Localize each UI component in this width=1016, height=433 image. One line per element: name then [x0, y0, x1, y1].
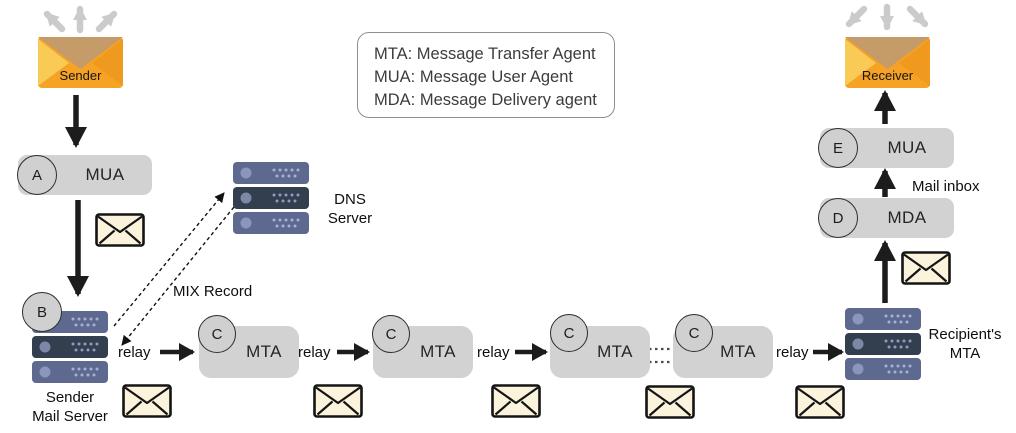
- mta-1-label: MTA: [246, 342, 282, 361]
- legend-box: MTA: Message Transfer Agent MUA: Message…: [357, 32, 615, 118]
- mua-a-badge: A: [17, 155, 57, 195]
- legend-line-mua: MUA: Message User Agent: [374, 68, 573, 86]
- mta-4-badge: C: [675, 314, 713, 352]
- message-envelope-icon: [491, 384, 541, 418]
- recipient-mta-server-icon: [845, 308, 921, 380]
- message-envelope-icon: [645, 385, 695, 419]
- dns-response-arrow: [121, 201, 239, 346]
- mta-3-badge: C: [550, 314, 588, 352]
- sender-broadcast-arrows-icon: [43, 5, 118, 34]
- message-envelope-icon: [795, 385, 845, 419]
- recipient-mta-label: Recipient's MTA: [928, 326, 1002, 362]
- mta-1-badge: C: [198, 315, 236, 353]
- dns-query-arrow: [113, 192, 225, 327]
- message-envelope-icon: [122, 384, 172, 418]
- mta-box-3: MTA: [550, 326, 650, 378]
- message-envelope-icon: [95, 213, 145, 247]
- mua-e-label: MUA: [887, 138, 927, 157]
- dns-server-icon: [233, 162, 309, 234]
- sender-label: Sender: [59, 68, 102, 83]
- mua-e-badge: E: [818, 128, 858, 168]
- mta-4-label: MTA: [720, 342, 756, 361]
- relay-label-2: relay: [298, 344, 331, 361]
- mix-record-label: MIX Record: [173, 283, 253, 300]
- mta-chain-continuation-dots: [649, 347, 672, 364]
- sender-mail-server-label: Sender Mail Server: [32, 389, 108, 425]
- mta-3-label: MTA: [597, 342, 633, 361]
- sender-envelope-icon: Sender: [38, 37, 123, 88]
- legend-line-mda: MDA: Message Delivery agent: [374, 91, 597, 109]
- relay-label-3: relay: [477, 344, 510, 361]
- relay-label-1: relay: [118, 344, 151, 361]
- mail-server-badge: B: [22, 292, 62, 332]
- legend-line-mta: MTA: Message Transfer Agent: [374, 45, 596, 63]
- mda-label: MDA: [887, 208, 927, 227]
- mta-2-label: MTA: [420, 342, 456, 361]
- mail-inbox-label: Mail inbox: [912, 178, 980, 195]
- relay-label-4: relay: [776, 344, 809, 361]
- receiver-label: Receiver: [861, 68, 914, 83]
- mua-a-label: MUA: [85, 165, 125, 184]
- message-envelope-icon: [901, 251, 951, 285]
- dns-server-label: DNS Server: [327, 191, 373, 227]
- receiver-envelope-icon: Receiver: [845, 37, 930, 88]
- mda-badge: D: [818, 198, 858, 238]
- mta-2-badge: C: [372, 315, 410, 353]
- sender-mail-server-icon: [32, 311, 108, 383]
- message-envelope-icon: [313, 384, 363, 418]
- receiver-incoming-arrows-icon: [845, 3, 929, 31]
